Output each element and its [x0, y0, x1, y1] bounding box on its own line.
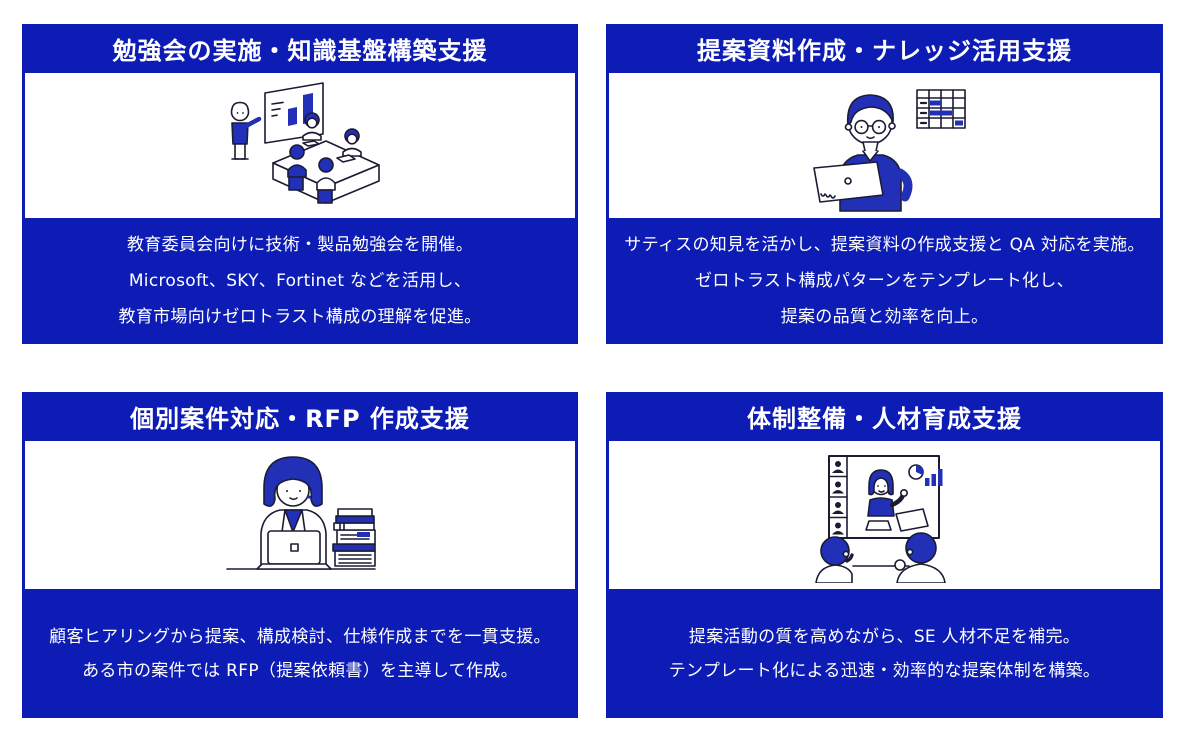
- description-line: 提案活動の質を高めながら、SE 人材不足を補完。: [688, 626, 1081, 647]
- card-description: 教育委員会向けに技術・製品勉強会を開催。 Microsoft、SKY、Forti…: [22, 218, 578, 344]
- card-proposal-materials: 提案資料作成・ナレッジ活用支援: [606, 24, 1163, 344]
- description-line: Microsoft、SKY、Fortinet などを活用し、: [128, 271, 472, 291]
- card-description: 提案活動の質を高めながら、SE 人材不足を補完。 テンプレート化による迅速・効率…: [606, 589, 1163, 718]
- description-line: 教育市場向けゼロトラスト構成の理解を促進。: [118, 307, 482, 327]
- card-title: 提案資料作成・ナレッジ活用支援: [697, 37, 1072, 65]
- classroom-presentation-illustration: [230, 81, 380, 204]
- description-line: 提案の品質と効率を向上。: [780, 307, 989, 327]
- card-description: サティスの知見を活かし、提案資料の作成支援と QA 対応を実施。 ゼロトラスト構…: [606, 218, 1163, 344]
- man-with-laptop-illustration: [813, 88, 966, 212]
- description-line: ゼロトラスト構成パターンをテンプレート化し、: [695, 271, 1074, 291]
- illustration-panel: [609, 441, 1160, 589]
- card-title: 体制整備・人材育成支援: [747, 405, 1022, 433]
- description-line: ある市の案件では RFP（提案依頼書）を主導して作成。: [82, 660, 518, 681]
- illustration-panel: [609, 73, 1160, 218]
- card-organization-training: 体制整備・人材育成支援: [606, 392, 1163, 718]
- description-line: 顧客ヒアリングから提案、構成検討、仕様作成までを一貫支援。: [49, 626, 551, 647]
- woman-at-laptop-illustration: [225, 455, 376, 570]
- card-description: 顧客ヒアリングから提案、構成検討、仕様作成までを一貫支援。 ある市の案件では R…: [22, 589, 578, 718]
- description-line: 教育委員会向けに技術・製品勉強会を開催。: [127, 235, 473, 255]
- illustration-panel: [25, 73, 575, 218]
- card-title: 個別案件対応・RFP 作成支援: [130, 405, 470, 433]
- card-study-sessions: 勉強会の実施・知識基盤構築支援: [22, 24, 578, 344]
- card-title: 勉強会の実施・知識基盤構築支援: [112, 37, 488, 65]
- card-individual-cases: 個別案件対応・RFP 作成支援: [22, 392, 578, 718]
- video-conference-illustration: [815, 454, 946, 583]
- description-line: サティスの知見を活かし、提案資料の作成支援と QA 対応を実施。: [624, 235, 1145, 255]
- description-line: テンプレート化による迅速・効率的な提案体制を構築。: [668, 660, 1101, 681]
- illustration-panel: [25, 441, 575, 589]
